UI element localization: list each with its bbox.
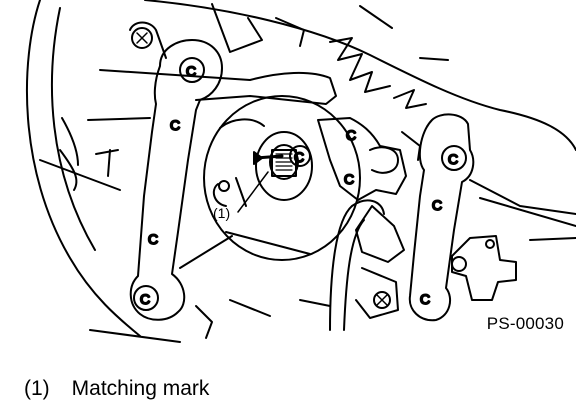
legend-item-text: Matching mark (71, 377, 210, 400)
right-tilt-bracket (408, 113, 475, 322)
svg-text:C: C (294, 149, 304, 165)
legend-item-number: (1) (24, 377, 50, 400)
right-clamp-plate (317, 117, 407, 201)
left-tilt-bracket (129, 39, 223, 321)
callout-number: (1) (213, 205, 230, 221)
svg-text:C: C (448, 151, 458, 167)
column-tube-upper (99, 69, 337, 105)
figure-id: PS-00030 (486, 314, 564, 333)
steering-column-illustration: C C C C C (25, 0, 576, 343)
steering-shaft-hub (203, 95, 361, 261)
bracket-bolt-icon (136, 32, 148, 44)
column-cover-top (144, 0, 576, 151)
svg-text:C: C (420, 291, 430, 307)
matching-mark-arrow-icon (253, 151, 284, 165)
key-mount-bracket (451, 235, 517, 301)
legend: (1) Matching mark (24, 377, 209, 401)
svg-text:C: C (346, 127, 356, 143)
svg-text:C: C (170, 117, 180, 133)
svg-text:C: C (432, 197, 442, 213)
steering-wheel-inner-rim (50, 7, 96, 251)
lower-bolt-icon (376, 294, 388, 306)
steering-wheel-rim (25, 0, 141, 337)
steering-shaft-icon (271, 149, 297, 177)
svg-text:C: C (140, 291, 150, 307)
svg-text:C: C (148, 231, 158, 247)
svg-text:C: C (344, 171, 354, 187)
lower-harness (329, 199, 385, 331)
callout-leader-line (237, 171, 269, 213)
